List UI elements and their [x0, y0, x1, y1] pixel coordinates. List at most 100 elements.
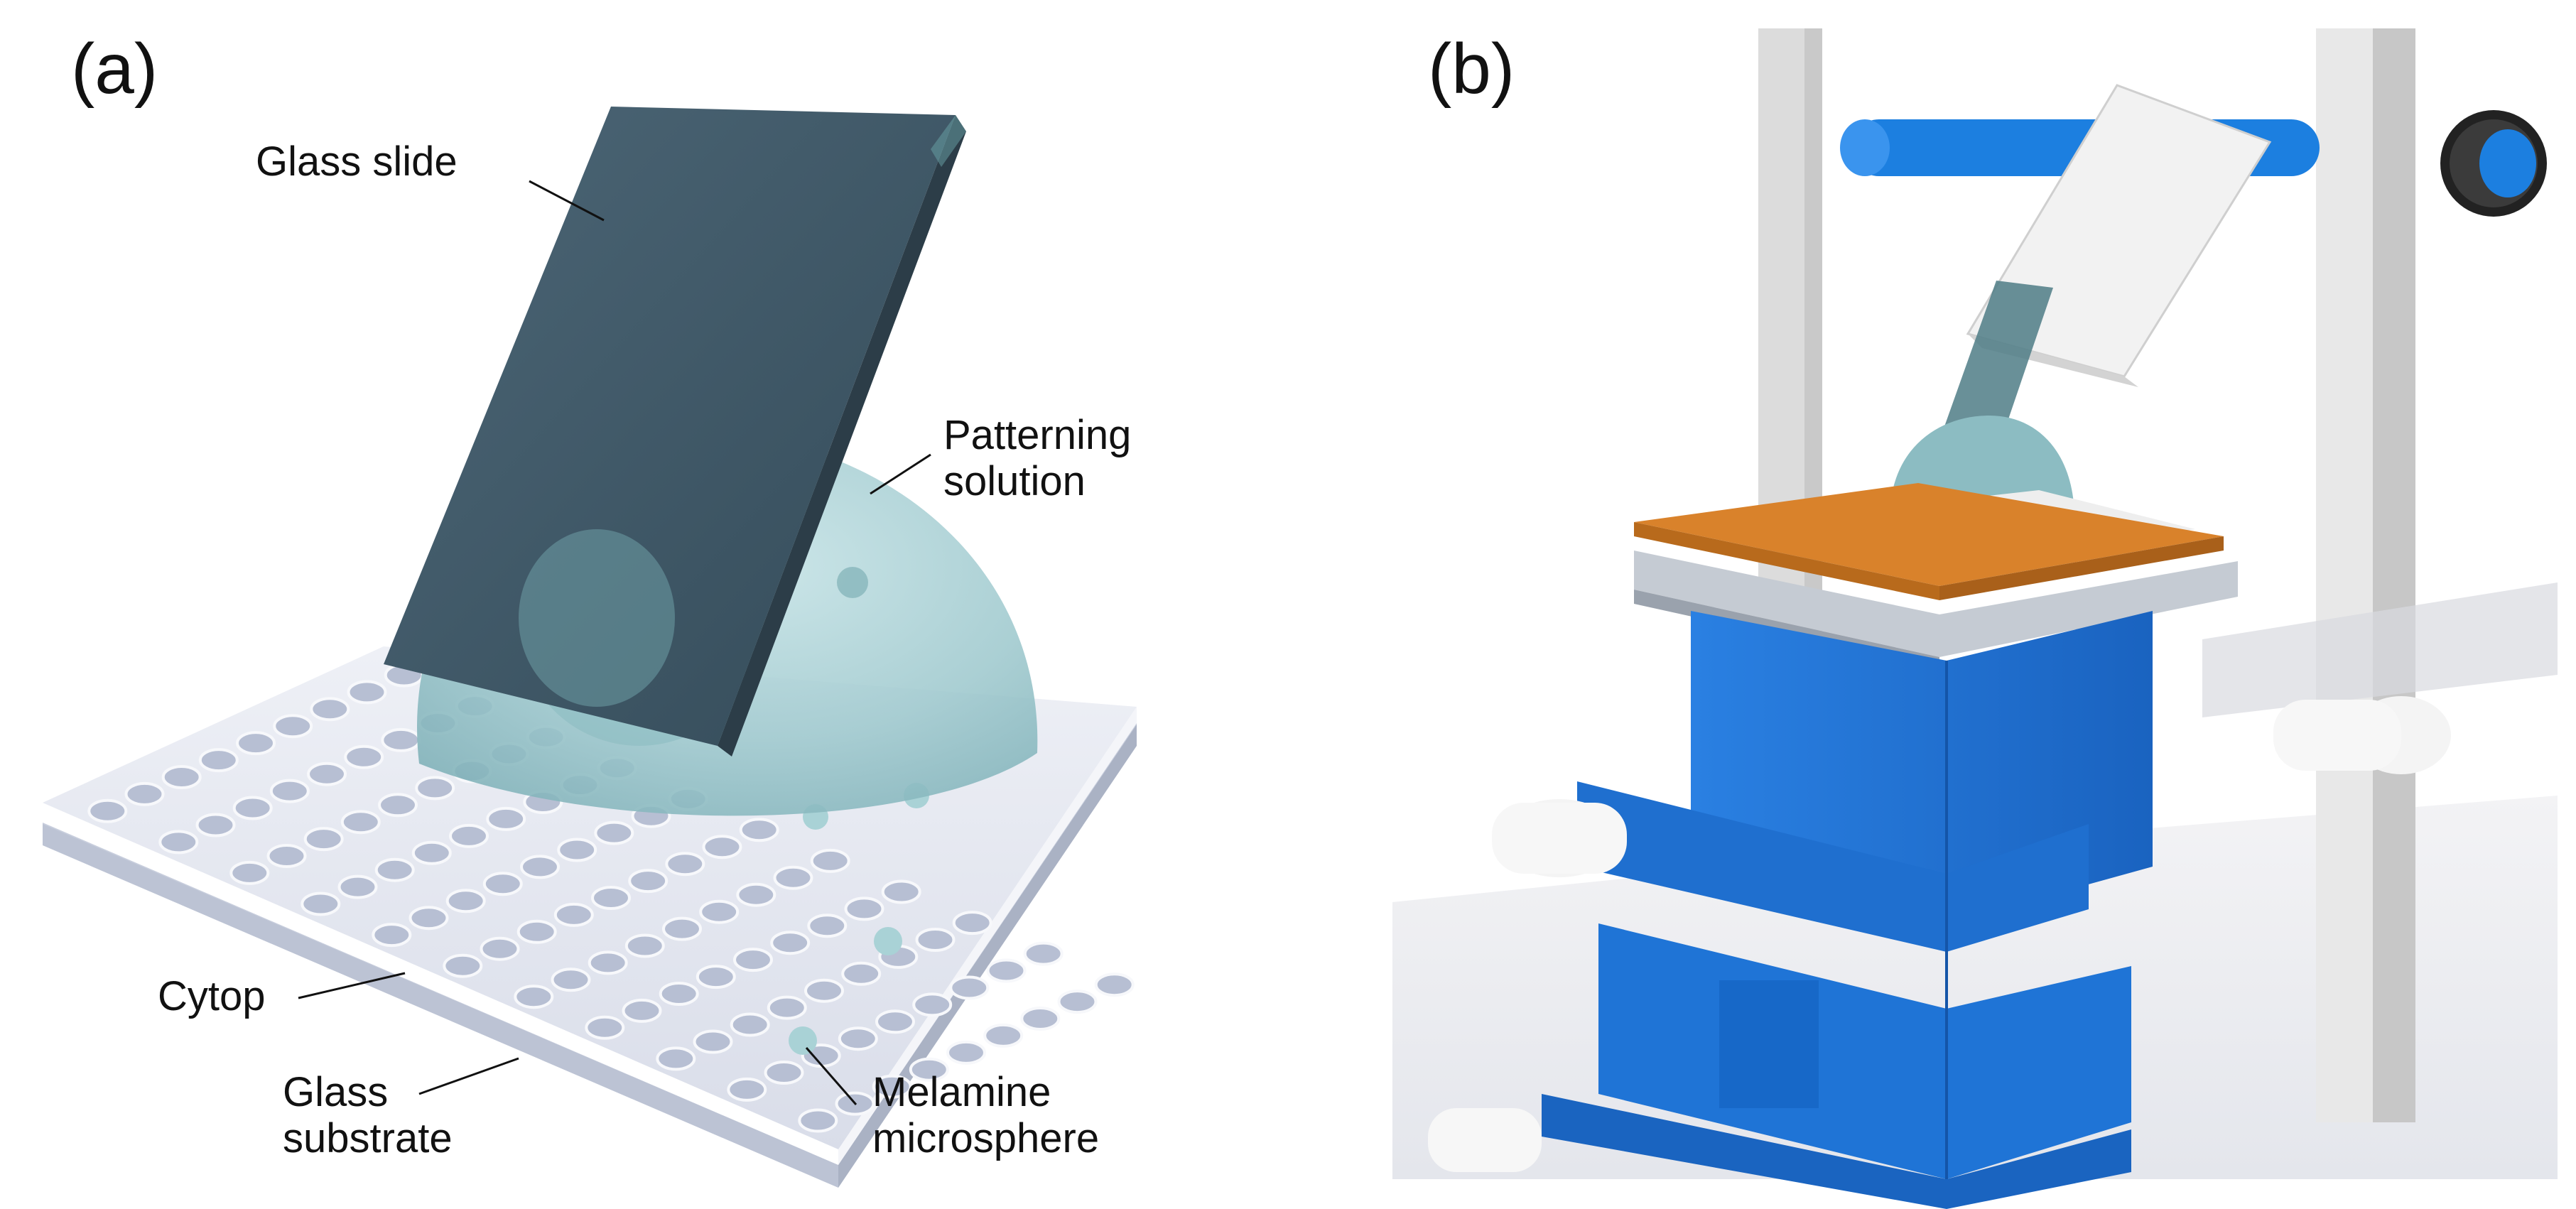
leader-glass-slide	[529, 180, 605, 222]
substrate-hole	[872, 1074, 912, 1099]
substrate-hole	[161, 765, 202, 789]
substrate-hole	[807, 913, 848, 938]
substrate-hole	[628, 869, 669, 894]
panel-b-letter: (b)	[1428, 29, 1515, 109]
label-patterning-1: Patterning	[943, 412, 1132, 458]
substrate-hole	[841, 961, 882, 986]
substrate-hole	[273, 714, 313, 739]
substrate-hole	[1057, 990, 1098, 1014]
substrate-hole	[949, 975, 990, 1000]
substrate-hole	[378, 793, 418, 818]
substrate-hole	[730, 1012, 770, 1037]
substrate-hole	[486, 806, 526, 831]
substrate-hole	[702, 835, 742, 860]
label-cytop: Cytop	[158, 973, 266, 1019]
micrometer-knobs	[1428, 696, 2451, 1172]
substrate-hole	[449, 823, 489, 848]
substrate-hole	[773, 865, 813, 890]
substrate-hole	[269, 779, 310, 803]
substrate-hole	[372, 923, 412, 948]
substrate-hole	[844, 896, 884, 921]
substrate-hole	[946, 1040, 986, 1065]
substrate-hole	[659, 982, 699, 1006]
substrate-hole	[909, 1057, 949, 1082]
substrate-hole	[693, 1029, 733, 1054]
substrate-hole	[482, 872, 523, 896]
substrate-hole	[983, 1023, 1024, 1048]
substrate-hole	[656, 1046, 696, 1071]
substrate-hole	[696, 965, 736, 990]
substrate-hole	[662, 916, 702, 941]
substrate-hole	[520, 855, 560, 879]
substrate-hole	[158, 830, 199, 855]
label-patterning-2: solution	[943, 458, 1086, 504]
substrate-hole	[551, 967, 591, 992]
panel-a: (a)	[0, 0, 1279, 1209]
panel-b: (b)	[1279, 0, 2576, 1209]
substrate-hole	[303, 827, 344, 852]
substrate-hole	[665, 852, 705, 877]
substrate-hole	[310, 697, 350, 722]
substrate-hole	[516, 919, 557, 944]
substrate-hole	[624, 933, 665, 958]
substrate-hole	[798, 1108, 838, 1133]
panel-b-illustration	[1392, 28, 2558, 1209]
substrate-hole	[739, 818, 779, 842]
leader-lines	[298, 180, 931, 1105]
substrate-hole	[875, 1009, 915, 1034]
leader-glass-substrate	[418, 1057, 519, 1095]
substrate-hole	[553, 902, 594, 927]
substrate-hole	[340, 810, 381, 835]
substrate-hole	[1020, 1007, 1061, 1031]
substrate-hole	[266, 844, 307, 868]
substrate-hole	[767, 995, 807, 1020]
substrate-hole	[374, 857, 415, 882]
substrate-hole	[915, 928, 956, 952]
substrate-hole	[229, 860, 270, 885]
substrate-hole	[912, 992, 953, 1017]
leader-melamine	[805, 1047, 857, 1105]
substrate-hole	[344, 744, 384, 769]
substrate-hole	[1094, 972, 1135, 997]
substrate-hole	[591, 886, 631, 910]
substrate-hole	[986, 958, 1027, 983]
substrate-hole	[232, 796, 273, 820]
label-glass-substrate-2: substrate	[283, 1115, 453, 1161]
substrate-hole	[764, 1061, 804, 1085]
substrate-hole	[733, 948, 773, 972]
substrate-hole	[411, 840, 452, 865]
substrate-hole	[736, 882, 776, 907]
substrate-hole	[415, 776, 455, 801]
panel-a-letter: (a)	[71, 29, 158, 109]
substrate-hole	[124, 781, 165, 806]
panel-a-illustration	[43, 107, 1137, 1188]
leader-cytop	[298, 972, 406, 999]
glass-slide	[384, 107, 966, 757]
substrate-hole	[307, 761, 347, 786]
label-melamine-1: Melamine	[872, 1069, 1051, 1115]
substrate-hole	[588, 950, 628, 975]
substrate-hole	[87, 798, 128, 823]
substrate-hole	[594, 820, 634, 845]
substrate-hole	[445, 889, 486, 913]
substrate-hole	[195, 813, 236, 837]
substrate-hole	[381, 727, 421, 752]
heater-plate	[1634, 483, 2224, 600]
substrate-hole	[1023, 941, 1064, 966]
xyz-stage	[1542, 611, 2153, 1209]
cytop-layer	[43, 707, 1137, 1165]
slide-holder	[1939, 84, 2272, 455]
substrate-hole	[514, 985, 554, 1009]
substrate-hole	[622, 998, 662, 1023]
substrate-hole	[838, 1026, 878, 1051]
label-glass-slide: Glass slide	[256, 139, 458, 185]
substrate-hole	[443, 953, 483, 978]
label-melamine-2: microsphere	[872, 1115, 1100, 1161]
substrate-hole	[408, 906, 449, 931]
substrate-hole	[557, 837, 597, 862]
substrate-hole	[727, 1077, 767, 1102]
substrate-hole	[810, 848, 850, 873]
substrate-hole	[881, 879, 921, 904]
substrate-hole	[585, 1015, 625, 1040]
leader-patterning-solution	[870, 453, 931, 495]
